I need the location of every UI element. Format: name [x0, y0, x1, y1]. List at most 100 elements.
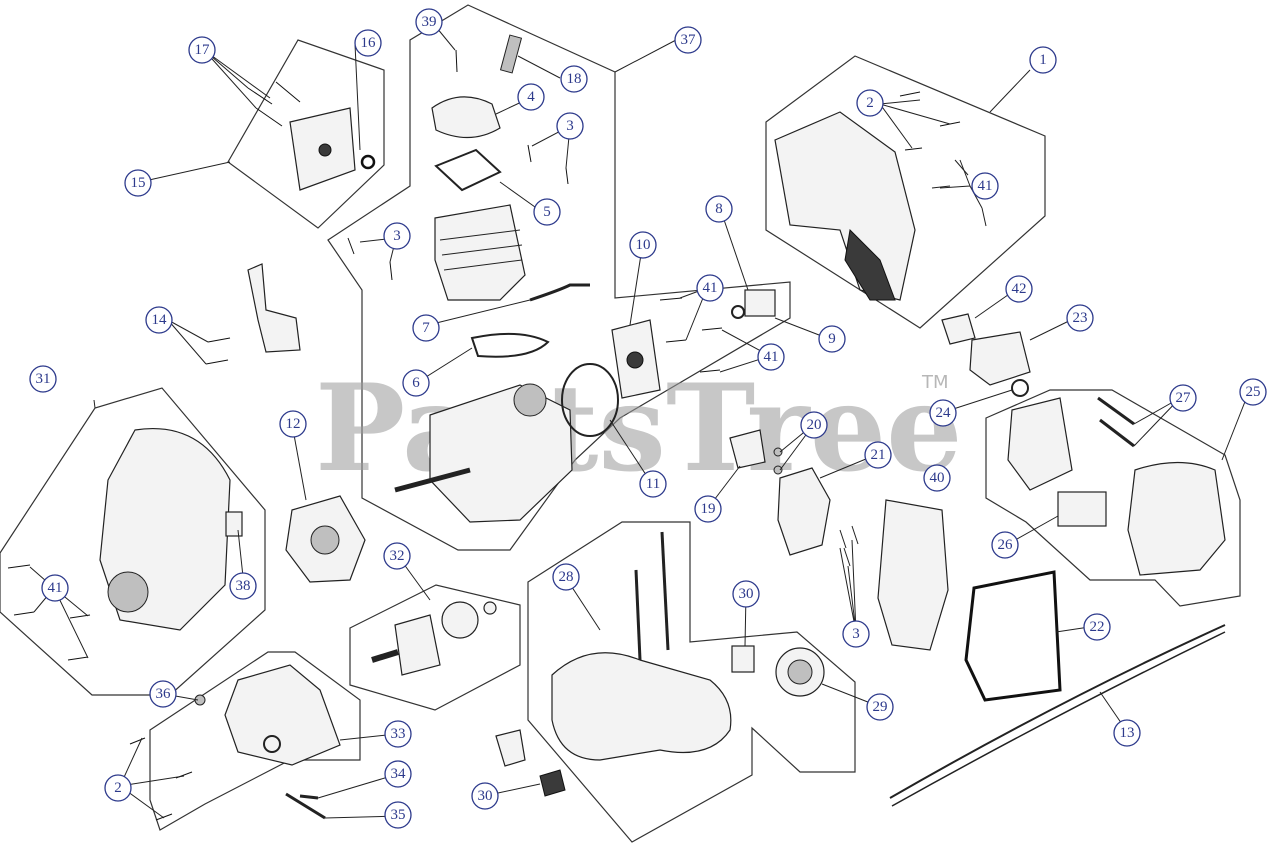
fuel-tank-illustration	[551, 652, 732, 761]
callout-41[interactable]: 41	[757, 343, 785, 371]
svg-text:28: 28	[559, 569, 574, 585]
pin-34	[299, 794, 319, 800]
o-ring-24	[1011, 379, 1029, 397]
clutch-washer	[483, 601, 497, 615]
callout-30[interactable]: 30	[732, 580, 760, 608]
gasket-22	[964, 570, 1062, 702]
callout-27[interactable]: 27	[1169, 384, 1197, 412]
callout-40[interactable]: 40	[923, 464, 951, 492]
callout-38[interactable]: 38	[229, 572, 257, 600]
svg-text:19: 19	[701, 501, 716, 517]
svg-text:26: 26	[998, 537, 1014, 553]
callout-8[interactable]: 8	[705, 195, 733, 223]
callout-23[interactable]: 23	[1066, 304, 1094, 332]
nut-20a	[773, 447, 783, 457]
group-engine-housing	[765, 55, 1046, 329]
svg-text:5: 5	[543, 204, 551, 220]
callout-4[interactable]: 4	[517, 83, 545, 111]
engine-housing-illustration	[774, 111, 916, 301]
callout-26[interactable]: 26	[991, 531, 1019, 559]
callout-3[interactable]: 3	[383, 222, 411, 250]
air-box-base-illustration	[1007, 397, 1073, 491]
cylinder-cover-illustration	[431, 96, 501, 139]
grommet-30b	[495, 729, 526, 767]
callout-22[interactable]: 22	[1083, 613, 1111, 641]
group-clutch	[349, 584, 521, 711]
callout-1[interactable]: 1	[1029, 46, 1057, 74]
callout-35[interactable]: 35	[384, 801, 412, 829]
callout-19[interactable]: 19	[694, 495, 722, 523]
callout-6[interactable]: 6	[402, 369, 430, 397]
svg-text:39: 39	[422, 14, 437, 30]
callout-17[interactable]: 17	[188, 36, 216, 64]
callout-24[interactable]: 24	[929, 399, 957, 427]
callout-41[interactable]: 41	[971, 172, 999, 200]
callout-37[interactable]: 37	[674, 26, 702, 54]
watermark-tm: TM	[921, 372, 949, 393]
svg-text:7: 7	[422, 320, 430, 336]
callout-33[interactable]: 33	[384, 720, 412, 748]
svg-text:30: 30	[478, 788, 493, 804]
svg-text:6: 6	[412, 375, 420, 391]
callout-10[interactable]: 10	[629, 231, 657, 259]
o-ring-11	[561, 363, 619, 437]
screw-41-starter-b	[13, 611, 35, 616]
o-ring-16	[360, 154, 376, 170]
callout-31[interactable]: 31	[29, 365, 57, 393]
svg-text:30: 30	[739, 586, 754, 602]
throttle-cable-13b	[891, 631, 1226, 807]
callout-39[interactable]: 39	[415, 8, 443, 36]
callout-41[interactable]: 41	[696, 274, 724, 302]
filter-26-illustration	[1057, 491, 1107, 527]
callout-5[interactable]: 5	[533, 198, 561, 226]
callout-9[interactable]: 9	[818, 325, 846, 353]
callout-3[interactable]: 3	[556, 112, 584, 140]
svg-text:41: 41	[48, 580, 63, 596]
callout-7[interactable]: 7	[412, 314, 440, 342]
callout-11[interactable]: 11	[639, 470, 667, 498]
screw-17c	[255, 107, 283, 127]
callout-15[interactable]: 15	[124, 169, 152, 197]
callout-3[interactable]: 3	[842, 620, 870, 648]
callout-28[interactable]: 28	[552, 563, 580, 591]
gasket-6	[470, 332, 550, 358]
callout-13[interactable]: 13	[1113, 719, 1141, 747]
callout-32[interactable]: 32	[383, 542, 411, 570]
callout-34[interactable]: 34	[384, 760, 412, 788]
engine-housing-slot	[844, 228, 896, 301]
callout-16[interactable]: 16	[354, 29, 382, 57]
svg-text:20: 20	[807, 417, 822, 433]
bushing-38	[225, 511, 243, 537]
fuel-cap-center	[787, 659, 813, 685]
svg-text:3: 3	[393, 228, 401, 244]
svg-text:25: 25	[1246, 384, 1261, 400]
svg-text:9: 9	[828, 331, 836, 347]
callout-36[interactable]: 36	[149, 680, 177, 708]
callout-29[interactable]: 29	[866, 693, 894, 721]
callout-25[interactable]: 25	[1239, 378, 1267, 406]
nut-36	[194, 694, 206, 706]
plate-40-illustration	[877, 499, 949, 651]
callout-2[interactable]: 2	[104, 774, 132, 802]
callout-42[interactable]: 42	[1005, 275, 1033, 303]
group-fuel-tank	[527, 521, 856, 843]
pin-35	[285, 792, 326, 820]
spark-plug-illustration	[499, 34, 523, 74]
callout-20[interactable]: 20	[800, 411, 828, 439]
fuel-line-a	[634, 569, 642, 661]
gasket-19-illustration	[729, 429, 766, 469]
callout-2[interactable]: 2	[856, 89, 884, 117]
group-recoil-starter	[0, 387, 266, 696]
throttle-cable-13	[889, 624, 1226, 799]
callout-21[interactable]: 21	[864, 441, 892, 469]
callout-30[interactable]: 30	[471, 782, 499, 810]
fan-housing-port	[263, 735, 281, 753]
callout-14[interactable]: 14	[145, 306, 173, 334]
svg-text:27: 27	[1176, 390, 1192, 406]
svg-text:42: 42	[1012, 281, 1027, 297]
svg-text:41: 41	[703, 280, 718, 296]
callout-12[interactable]: 12	[279, 410, 307, 438]
callout-18[interactable]: 18	[560, 65, 588, 93]
callout-41[interactable]: 41	[41, 574, 69, 602]
